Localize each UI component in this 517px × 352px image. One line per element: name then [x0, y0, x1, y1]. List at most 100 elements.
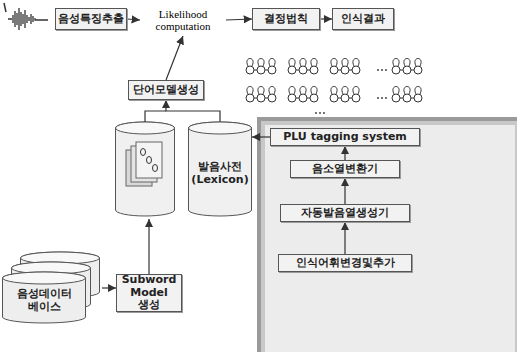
hmm-state [341, 66, 349, 74]
ellipsis-dot [377, 69, 379, 71]
hmm-state [392, 94, 400, 102]
panel-ground [265, 125, 515, 352]
self-loop [289, 59, 295, 67]
self-loop [404, 87, 410, 95]
ellipsis-dot [377, 97, 379, 99]
node-label: PLU tagging system [283, 131, 407, 144]
self-loop [393, 59, 399, 67]
flow-arrow [344, 222, 345, 254]
cylinder-body [116, 122, 175, 216]
output-box: 인식결과 [332, 8, 394, 30]
hmm-state [299, 66, 307, 74]
cylinder-body [3, 272, 86, 323]
self-loop [289, 87, 295, 95]
hmm-state [403, 66, 411, 74]
flow-arrow [166, 100, 220, 122]
self-loop [393, 87, 399, 95]
self-loop [247, 59, 253, 67]
tick-mark [4, 3, 6, 12]
self-loop [353, 87, 359, 95]
self-loop [353, 59, 359, 67]
self-loop [258, 59, 264, 67]
cylinder-body [189, 122, 252, 216]
hmm-state [257, 66, 265, 74]
node-label: 음성특징추출 [58, 13, 124, 26]
cylinder-top [189, 122, 252, 134]
flow-arrow [166, 36, 183, 80]
hmm-state [257, 94, 265, 102]
self-loop [415, 59, 421, 67]
node-label: 인식어휘변경및추가 [296, 257, 395, 270]
node-label: 음성데이터 베이스 [4, 288, 84, 313]
hmm-state [268, 66, 276, 74]
cylinder-top [116, 122, 175, 134]
hmm-state [414, 66, 422, 74]
hmm-state [330, 66, 338, 74]
lexicon-cylinder: 발음사전 (Lexicon) [188, 122, 252, 216]
panel-frame [257, 117, 517, 352]
self-loop [342, 59, 348, 67]
hmm-state [352, 94, 360, 102]
hmm-state [414, 94, 422, 102]
hmm-state [288, 94, 296, 102]
self-loop [269, 87, 275, 95]
hmm-state-icon [147, 157, 152, 164]
cylinder-top [3, 272, 86, 284]
hmm-state [246, 94, 254, 102]
self-loop [404, 59, 410, 67]
process-label: Likelihood computation [140, 4, 226, 36]
ellipsis-dot [319, 112, 321, 114]
speech-waveform [8, 8, 48, 30]
panel-frame-inner [261, 121, 517, 352]
node-label: Likelihood computation [142, 8, 224, 32]
self-loop [342, 87, 348, 95]
node-label: 발음사전 (Lexicon) [191, 161, 248, 186]
hmm-state [352, 66, 360, 74]
hmm-state [392, 66, 400, 74]
hmm-state-icon [153, 165, 158, 172]
node-label: 인식결과 [341, 13, 385, 26]
self-loop [331, 87, 337, 95]
hmm-state [288, 66, 296, 74]
ellipsis-dot [385, 97, 387, 99]
model-arrow [148, 219, 149, 274]
ellipsis-dot [381, 97, 383, 99]
self-loop [415, 87, 421, 95]
hmm-state [299, 94, 307, 102]
self-loop [331, 59, 337, 67]
process-box: 음소열변환기 [290, 160, 400, 178]
hmm-state [330, 94, 338, 102]
flow-arrow [344, 178, 345, 204]
hmm-state [403, 94, 411, 102]
input-box: 인식어휘변경및추가 [278, 254, 412, 272]
process-box: PLU tagging system [270, 128, 420, 146]
database-cylinder [3, 272, 86, 323]
flow-arrow [127, 19, 140, 20]
model-card [136, 142, 162, 178]
process-box: 결정법칙 [252, 8, 320, 30]
flow-arrow [344, 146, 345, 160]
self-loop [258, 87, 264, 95]
process-box: Subword Model 생성 [116, 274, 182, 312]
ellipsis-dot [381, 69, 383, 71]
process-box: 음성특징추출 [55, 8, 127, 30]
hmm-state [268, 94, 276, 102]
ellipsis-dot [323, 112, 325, 114]
flow-arrow [226, 19, 252, 20]
node-label: 음소열변환기 [312, 163, 378, 176]
node-label: Subword Model 생성 [121, 274, 177, 312]
merge-line [145, 111, 166, 122]
self-loop [269, 59, 275, 67]
process-box: 단어모델생성 [128, 80, 204, 100]
hmm-state [341, 94, 349, 102]
self-loop [311, 59, 317, 67]
self-loop [300, 59, 306, 67]
hmm-chains [246, 59, 422, 114]
self-loop [300, 87, 306, 95]
hmm-state [310, 94, 318, 102]
hmm-state [310, 66, 318, 74]
ellipsis-dot [315, 112, 317, 114]
hmm-state-icon [141, 149, 146, 156]
process-box: 자동발음열생성기 [280, 204, 410, 222]
